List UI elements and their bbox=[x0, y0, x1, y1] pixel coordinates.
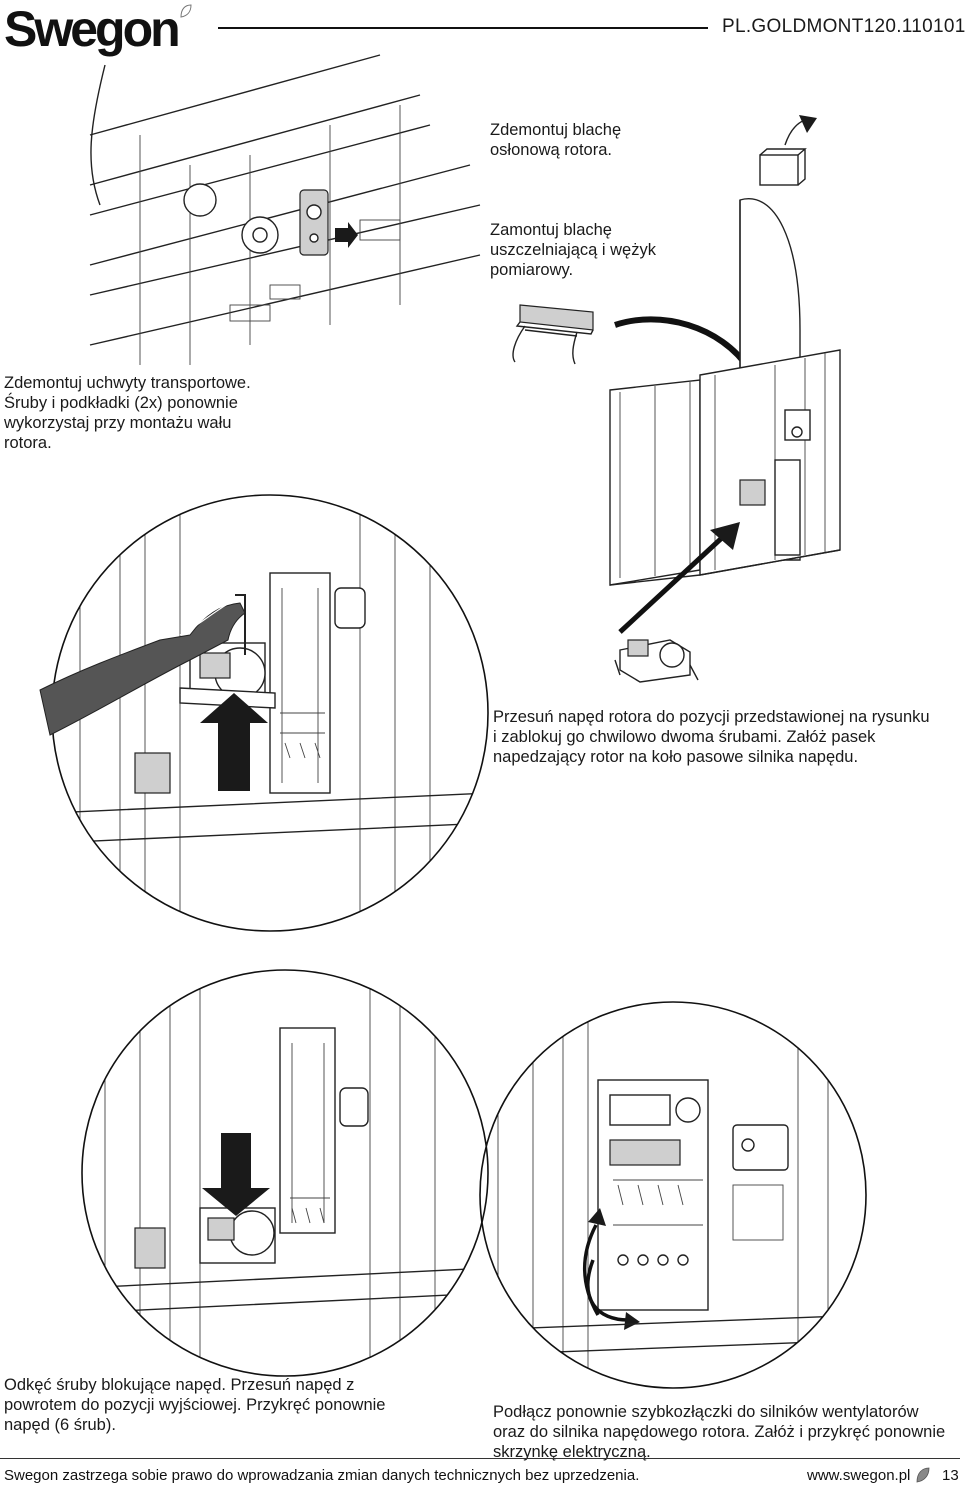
swegon-logo: Swegon bbox=[4, 1, 181, 57]
caption-mount-sealing: Zamontuj blachę uszczelniającą i wężyk p… bbox=[490, 221, 656, 279]
footer-disclaimer: Swegon zastrzega sobie prawo do wprowadz… bbox=[4, 1467, 640, 1484]
caption-unscrew-drive: Odkęć śruby blokujące napęd. Przesuń nap… bbox=[4, 1376, 386, 1434]
footer-website-link[interactable]: www.swegon.pl bbox=[807, 1467, 911, 1484]
detail-circle-reconnect bbox=[479, 1001, 867, 1389]
rail-plate-illustration bbox=[89, 54, 481, 365]
detail-circle-unscrew-drive bbox=[81, 969, 489, 1377]
arm-glove-illustration bbox=[39, 594, 246, 736]
header-rule bbox=[218, 27, 708, 29]
diagonal-arrow bbox=[618, 522, 740, 634]
unit-open-illustration bbox=[609, 198, 841, 586]
caption-move-drive: Przesuń napęd rotora do pozycji przedsta… bbox=[493, 708, 930, 766]
caption-remove-transport: Zdemontuj uchwyty transportowe. Śruby i … bbox=[4, 374, 251, 452]
cover-clip-illustration bbox=[759, 115, 817, 186]
leaf-icon bbox=[180, 4, 192, 18]
caption-reconnect: Podłącz ponownie szybkozłączki do silnik… bbox=[493, 1403, 946, 1461]
document-code: PL.GOLDMONT120.110101 bbox=[722, 16, 966, 37]
page-number: 13 bbox=[942, 1467, 959, 1484]
caption-remove-cover: Zdemontuj blachę osłonową rotora. bbox=[490, 121, 622, 159]
leaf-icon bbox=[916, 1467, 930, 1483]
footer-rule bbox=[0, 1458, 960, 1459]
drive-module-small bbox=[614, 639, 699, 683]
sealing-plate-illustration bbox=[512, 304, 594, 365]
